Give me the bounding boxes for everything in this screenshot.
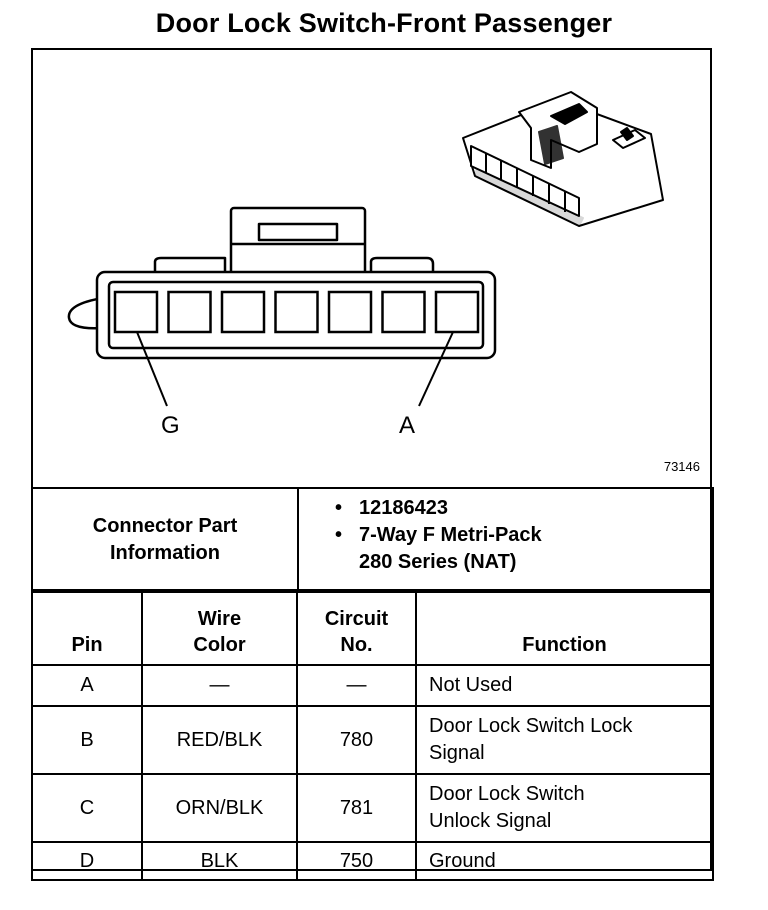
connector-latch <box>153 206 435 276</box>
pin-label-g: G <box>161 412 180 439</box>
terminal-cavity <box>113 290 159 334</box>
part-number: 12186423 <box>359 497 448 519</box>
connector-info-values: •12186423 •7-Way F Metri-Pack 280 Series… <box>297 487 714 593</box>
terminal-cavity <box>381 290 426 334</box>
terminal-cavity <box>220 290 266 334</box>
table-row: D BLK 750 Ground <box>31 841 714 881</box>
connector-description: 7-Way F Metri-Pack <box>359 524 542 546</box>
figure-number: 73146 <box>663 459 700 474</box>
table-row: A — — Not Used <box>31 664 714 707</box>
pin-label-a: A <box>399 412 416 439</box>
connector-info-table: Connector Part Information •12186423 •7-… <box>31 487 714 593</box>
page-title: Door Lock Switch-Front Passenger <box>155 8 613 38</box>
terminal-cavity <box>327 290 373 334</box>
connector-iso-view <box>462 91 664 227</box>
terminal-cavity <box>434 290 480 334</box>
leader-line-a <box>418 331 454 407</box>
connector-key <box>67 296 104 330</box>
header-pin: Pin <box>31 589 143 666</box>
header-function: Function <box>415 589 714 666</box>
terminal-cavity <box>274 290 319 334</box>
terminal-cavities <box>113 290 480 334</box>
terminal-cavity <box>167 290 212 334</box>
connector-diagram <box>67 91 664 407</box>
connector-body <box>95 270 497 360</box>
leader-line-g <box>136 331 168 407</box>
connector-info-label: Connector Part Information <box>31 487 299 593</box>
